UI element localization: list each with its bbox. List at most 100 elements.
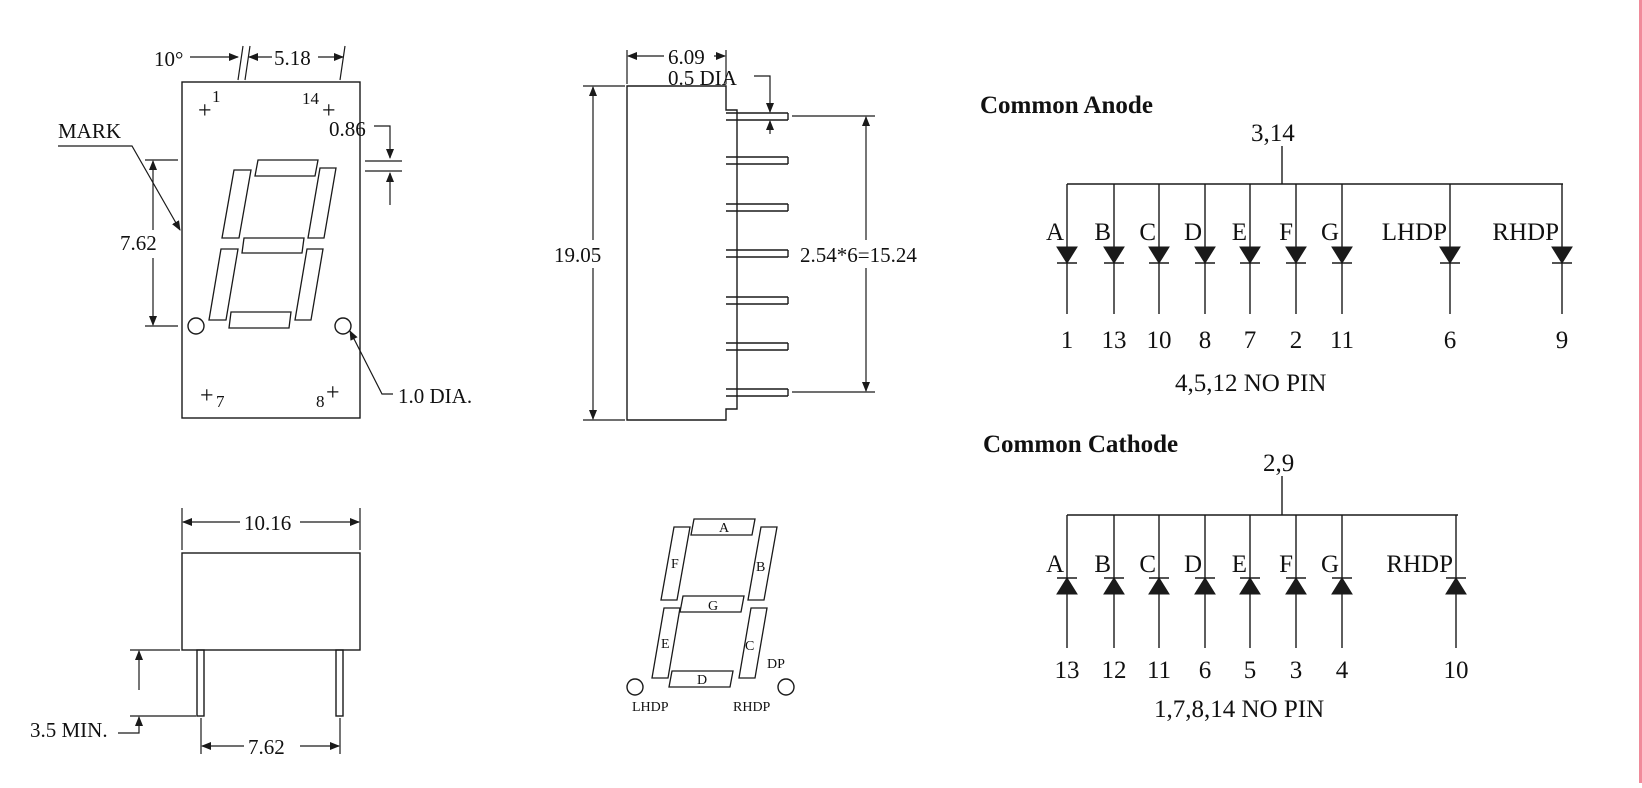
front-view: + 1 14 + + 7 8 + 10° 5.18 MARK 7.62 0.86 [58,45,472,419]
cathode-branch-a: A13 [1046,515,1080,684]
pitch-label: 2.54*6=15.24 [800,243,917,267]
map-rhdp-dot [777,678,795,696]
anode-pin-number: 1 [1061,327,1074,354]
anode-pin-number: 2 [1290,327,1303,354]
anode-branch-b: B 13 [1094,184,1127,354]
depth-label: 6.09 [668,45,705,69]
anode-diode-lhdp [1439,246,1461,264]
front-body-outline [181,81,361,419]
anode-diode-b [1103,246,1125,264]
anode-branch-lhdp: LHDP 6 [1382,184,1461,354]
common-anode-circuit: Common Anode 3,14 A1B13C10D8E7F2G11LHDP6… [980,92,1573,397]
map-label-b: B [756,560,765,575]
cathode-diode-f [1285,577,1307,595]
front-segment-f [221,169,252,239]
anode-segment-label: RHDP [1492,219,1559,246]
map-label-c: C [745,639,754,654]
cathode-pin-number: 12 [1102,657,1127,684]
cathode-diode-a [1056,577,1078,595]
anode-branch-f: F2 [1279,184,1307,354]
mark-label: MARK [58,119,121,143]
cathode-diode-g [1331,577,1353,595]
map-segment-d [668,670,734,688]
anode-pin-number: 13 [1102,327,1127,354]
front-segments [208,159,337,329]
pin7-plus: + [200,383,214,409]
map-label-e: E [661,637,670,652]
cathode-segment-label: B [1094,551,1111,578]
anode-diode-e [1239,246,1261,264]
cathode-diode-b [1103,577,1125,595]
cathode-branch-c: C11 [1139,515,1171,684]
cathode-segment-label: D [1184,551,1202,578]
front-segment-e [208,248,239,321]
anode-diode-a [1056,246,1078,264]
front-hole-left [187,317,205,335]
pin1-plus: + [198,98,212,124]
height-label: 19.05 [554,243,601,267]
row-spacing-label: 7.62 [248,735,285,759]
cathode-segment-label: G [1321,551,1339,578]
anode-segment-label: E [1232,219,1247,246]
cathode-segment-label: F [1279,551,1293,578]
front-hole-right [334,317,352,335]
cathode-branch-rhdp: RHDP 10 [1386,515,1469,684]
cathode-pin-number: 4 [1336,657,1349,684]
bottom-body-outline [181,552,361,651]
map-label-g: G [708,599,718,614]
anode-segment-label: D [1184,219,1202,246]
map-lhdp-label: LHDP [632,700,669,715]
anode-branch-e: E7 [1232,184,1261,354]
cathode-segment-label: A [1046,551,1064,578]
common-anode-note: 4,5,12 NO PIN [1175,370,1326,397]
front-segment-a [254,159,319,177]
pin-length-label: 3.5 MIN. [30,718,108,742]
common-anode-title: Common Anode [980,92,1153,119]
pin8-label: 8 [316,392,325,411]
anode-segment-label: C [1139,219,1156,246]
side-body-outline [626,85,738,421]
anode-pin-number: 10 [1147,327,1172,354]
anode-branch-rhdp: RHDP 9 [1492,184,1573,354]
map-segment-e [651,607,681,679]
anode-diode-rhdp [1551,246,1573,264]
segment-map: A F B G E C D DP LHDP RHDP [626,518,795,715]
bottom-pin-right [335,649,344,717]
front-segment-g [241,237,305,254]
map-lhdp-dot [626,678,644,696]
anode-diode-c [1148,246,1170,264]
anode-pin-number: 6 [1444,327,1457,354]
anode-pin-number: 9 [1556,327,1569,354]
segment-height-label: 7.62 [120,231,157,255]
cathode-branch-f: F3 [1279,515,1307,684]
map-segment-a [690,518,756,536]
anode-diode-g [1331,246,1353,264]
anode-segment-label: B [1094,219,1111,246]
anode-diode-d [1194,246,1216,264]
cathode-segment-label: C [1139,551,1156,578]
map-segment-g [679,595,745,613]
anode-segment-label: F [1279,219,1293,246]
cathode-pin-number: 10 [1444,657,1469,684]
map-segment-b [747,526,778,601]
pin14-plus: + [322,98,336,124]
anode-branch-d: D8 [1184,184,1216,354]
front-segment-d [228,311,292,329]
map-label-d: D [697,673,707,688]
cathode-segment-label: RHDP [1386,551,1453,578]
angle-label: 10° [154,47,183,71]
anode-segment-label: LHDP [1382,219,1447,246]
pin8-plus: + [326,380,340,406]
cathode-pin-number: 5 [1244,657,1257,684]
common-cathode-note: 1,7,8,14 NO PIN [1154,696,1324,723]
map-rhdp-label: RHDP [733,700,771,715]
bottom-view: 10.16 3.5 MIN. 7.62 [30,508,361,759]
cathode-branch-e: E5 [1232,515,1261,684]
cathode-diode-c [1148,577,1170,595]
anode-branch-g: G11 [1321,184,1354,354]
cathode-branch-b: B 12 [1094,515,1127,684]
side-pins [726,112,789,397]
anode-segment-label: G [1321,219,1339,246]
anode-segment-label: A [1046,219,1064,246]
